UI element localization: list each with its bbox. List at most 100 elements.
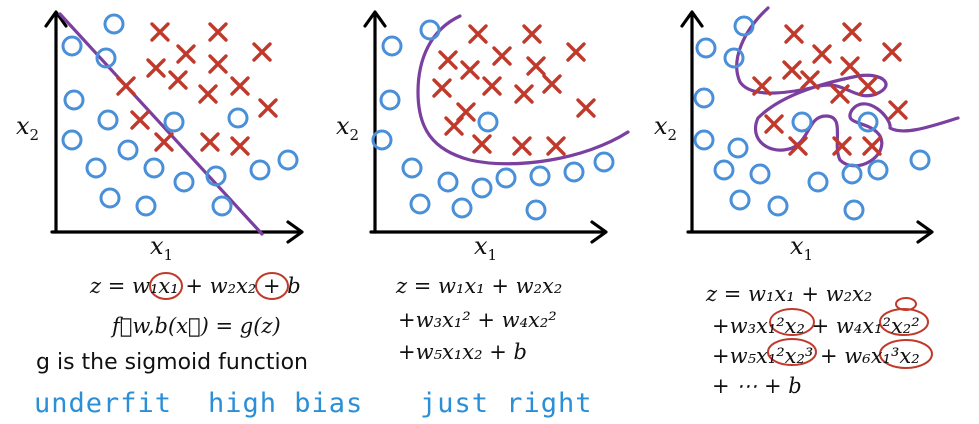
circle-marker-icon xyxy=(477,111,499,133)
cross-marker-icon xyxy=(432,78,452,98)
cross-marker-icon xyxy=(812,44,832,64)
cross-marker-icon xyxy=(546,136,566,156)
circle-marker-icon xyxy=(401,157,423,179)
annotation-circle xyxy=(895,297,917,311)
cross-marker-icon xyxy=(230,136,250,156)
panel3-equation-4: + ⋯ + b xyxy=(712,374,802,398)
cross-marker-icon xyxy=(840,56,860,76)
cross-marker-icon xyxy=(200,132,220,152)
circle-marker-icon xyxy=(693,87,715,109)
circle-marker-icon xyxy=(593,151,615,173)
circle-marker-icon xyxy=(749,163,771,185)
circle-marker-icon xyxy=(713,159,735,181)
circle-marker-icon xyxy=(437,171,459,193)
circle-marker-icon xyxy=(723,47,745,69)
annotation-circle xyxy=(879,339,933,369)
cross-marker-icon xyxy=(882,42,902,62)
arrow-head-icon xyxy=(286,220,304,244)
cross-marker-icon xyxy=(842,22,862,42)
cross-marker-icon xyxy=(208,22,228,42)
cross-marker-icon xyxy=(168,70,188,90)
circle-marker-icon xyxy=(277,149,299,171)
cross-marker-icon xyxy=(482,76,502,96)
cross-marker-icon xyxy=(788,136,808,156)
annotation-circle xyxy=(767,338,817,366)
cross-marker-icon xyxy=(764,114,784,134)
circle-marker-icon xyxy=(97,109,119,131)
cross-marker-icon xyxy=(752,76,772,96)
circle-marker-icon xyxy=(525,199,547,221)
panel-overfit xyxy=(680,6,960,244)
panel3-equation-3: +w₅x₁²x₂³ + w₆x₁³x₂ xyxy=(712,344,920,368)
circle-marker-icon xyxy=(909,149,931,171)
panel2-equation-1: z = w₁x₁ + w₂x₂ xyxy=(396,274,563,298)
panel2-equation-2: +w₃x₁² + w₄x₂² xyxy=(398,308,557,332)
annotation-circle xyxy=(769,308,815,336)
note-underfit: underfit xyxy=(34,388,173,419)
cross-marker-icon xyxy=(258,98,278,118)
circle-marker-icon xyxy=(767,195,789,217)
cross-marker-icon xyxy=(566,42,586,62)
panel1-caption: g is the sigmoid function xyxy=(36,350,308,375)
cross-marker-icon xyxy=(800,70,820,90)
circle-marker-icon xyxy=(163,111,185,133)
panel2-y-axis-label: x2 xyxy=(336,112,360,144)
circle-marker-icon xyxy=(727,137,749,159)
annotation-circle xyxy=(255,272,289,300)
cross-marker-icon xyxy=(858,76,878,96)
cross-marker-icon xyxy=(862,136,882,156)
circle-marker-icon xyxy=(95,47,117,69)
circle-marker-icon xyxy=(85,157,107,179)
cross-marker-icon xyxy=(208,54,228,74)
panel2-x-axis-label: x1 xyxy=(474,232,498,264)
arrow-head-icon xyxy=(590,220,608,244)
cross-marker-icon xyxy=(198,84,218,104)
cross-marker-icon xyxy=(784,24,804,44)
decision-boundary xyxy=(416,14,630,166)
cross-marker-icon xyxy=(444,116,464,136)
cross-marker-icon xyxy=(832,136,852,156)
circle-marker-icon xyxy=(205,165,227,187)
panel3-x-axis-label: x1 xyxy=(790,232,814,264)
circle-marker-icon xyxy=(63,89,85,111)
circle-marker-icon xyxy=(841,163,863,185)
panel1-equation-2: f⃗w,b(x⃗) = g(z) xyxy=(112,314,281,338)
cross-marker-icon xyxy=(230,76,250,96)
cross-marker-icon xyxy=(888,100,908,120)
circle-marker-icon xyxy=(563,161,585,183)
circle-marker-icon xyxy=(733,15,755,37)
decision-boundary xyxy=(58,12,264,236)
circle-marker-icon xyxy=(249,159,271,181)
cross-marker-icon xyxy=(176,44,196,64)
panel-just-right xyxy=(363,10,630,244)
circle-marker-icon xyxy=(61,35,83,57)
cross-marker-icon xyxy=(472,134,492,154)
cross-marker-icon xyxy=(116,76,136,96)
note-just-right: just right xyxy=(420,388,593,419)
panel3-equation-1: z = w₁x₁ + w₂x₂ xyxy=(706,282,873,306)
circle-marker-icon xyxy=(409,193,431,215)
circle-marker-icon xyxy=(791,111,813,133)
circle-marker-icon xyxy=(807,171,829,193)
circle-marker-icon xyxy=(135,195,157,217)
panel1-equation-1: z = w₁x₁ + w₂x₂ + b xyxy=(90,274,301,298)
cross-marker-icon xyxy=(542,74,562,94)
cross-marker-icon xyxy=(150,22,170,42)
panel3-equation-2: +w₃x₁²x₂ + w₄x₁²x₂² xyxy=(712,314,920,338)
cross-marker-icon xyxy=(576,98,596,118)
circle-marker-icon xyxy=(371,129,393,151)
cross-marker-icon xyxy=(130,110,150,130)
panel2-equation-3: +w₅x₁x₂ + b xyxy=(398,340,527,364)
cross-marker-icon xyxy=(252,42,272,62)
circle-marker-icon xyxy=(471,177,493,199)
circle-marker-icon xyxy=(211,195,233,217)
cross-marker-icon xyxy=(830,84,850,104)
circle-marker-icon xyxy=(227,107,249,129)
circle-marker-icon xyxy=(99,187,121,209)
cross-marker-icon xyxy=(522,24,542,44)
circle-marker-icon xyxy=(379,89,401,111)
circle-marker-icon xyxy=(843,199,865,221)
panel-underfit xyxy=(44,10,304,244)
circle-marker-icon xyxy=(381,35,403,57)
